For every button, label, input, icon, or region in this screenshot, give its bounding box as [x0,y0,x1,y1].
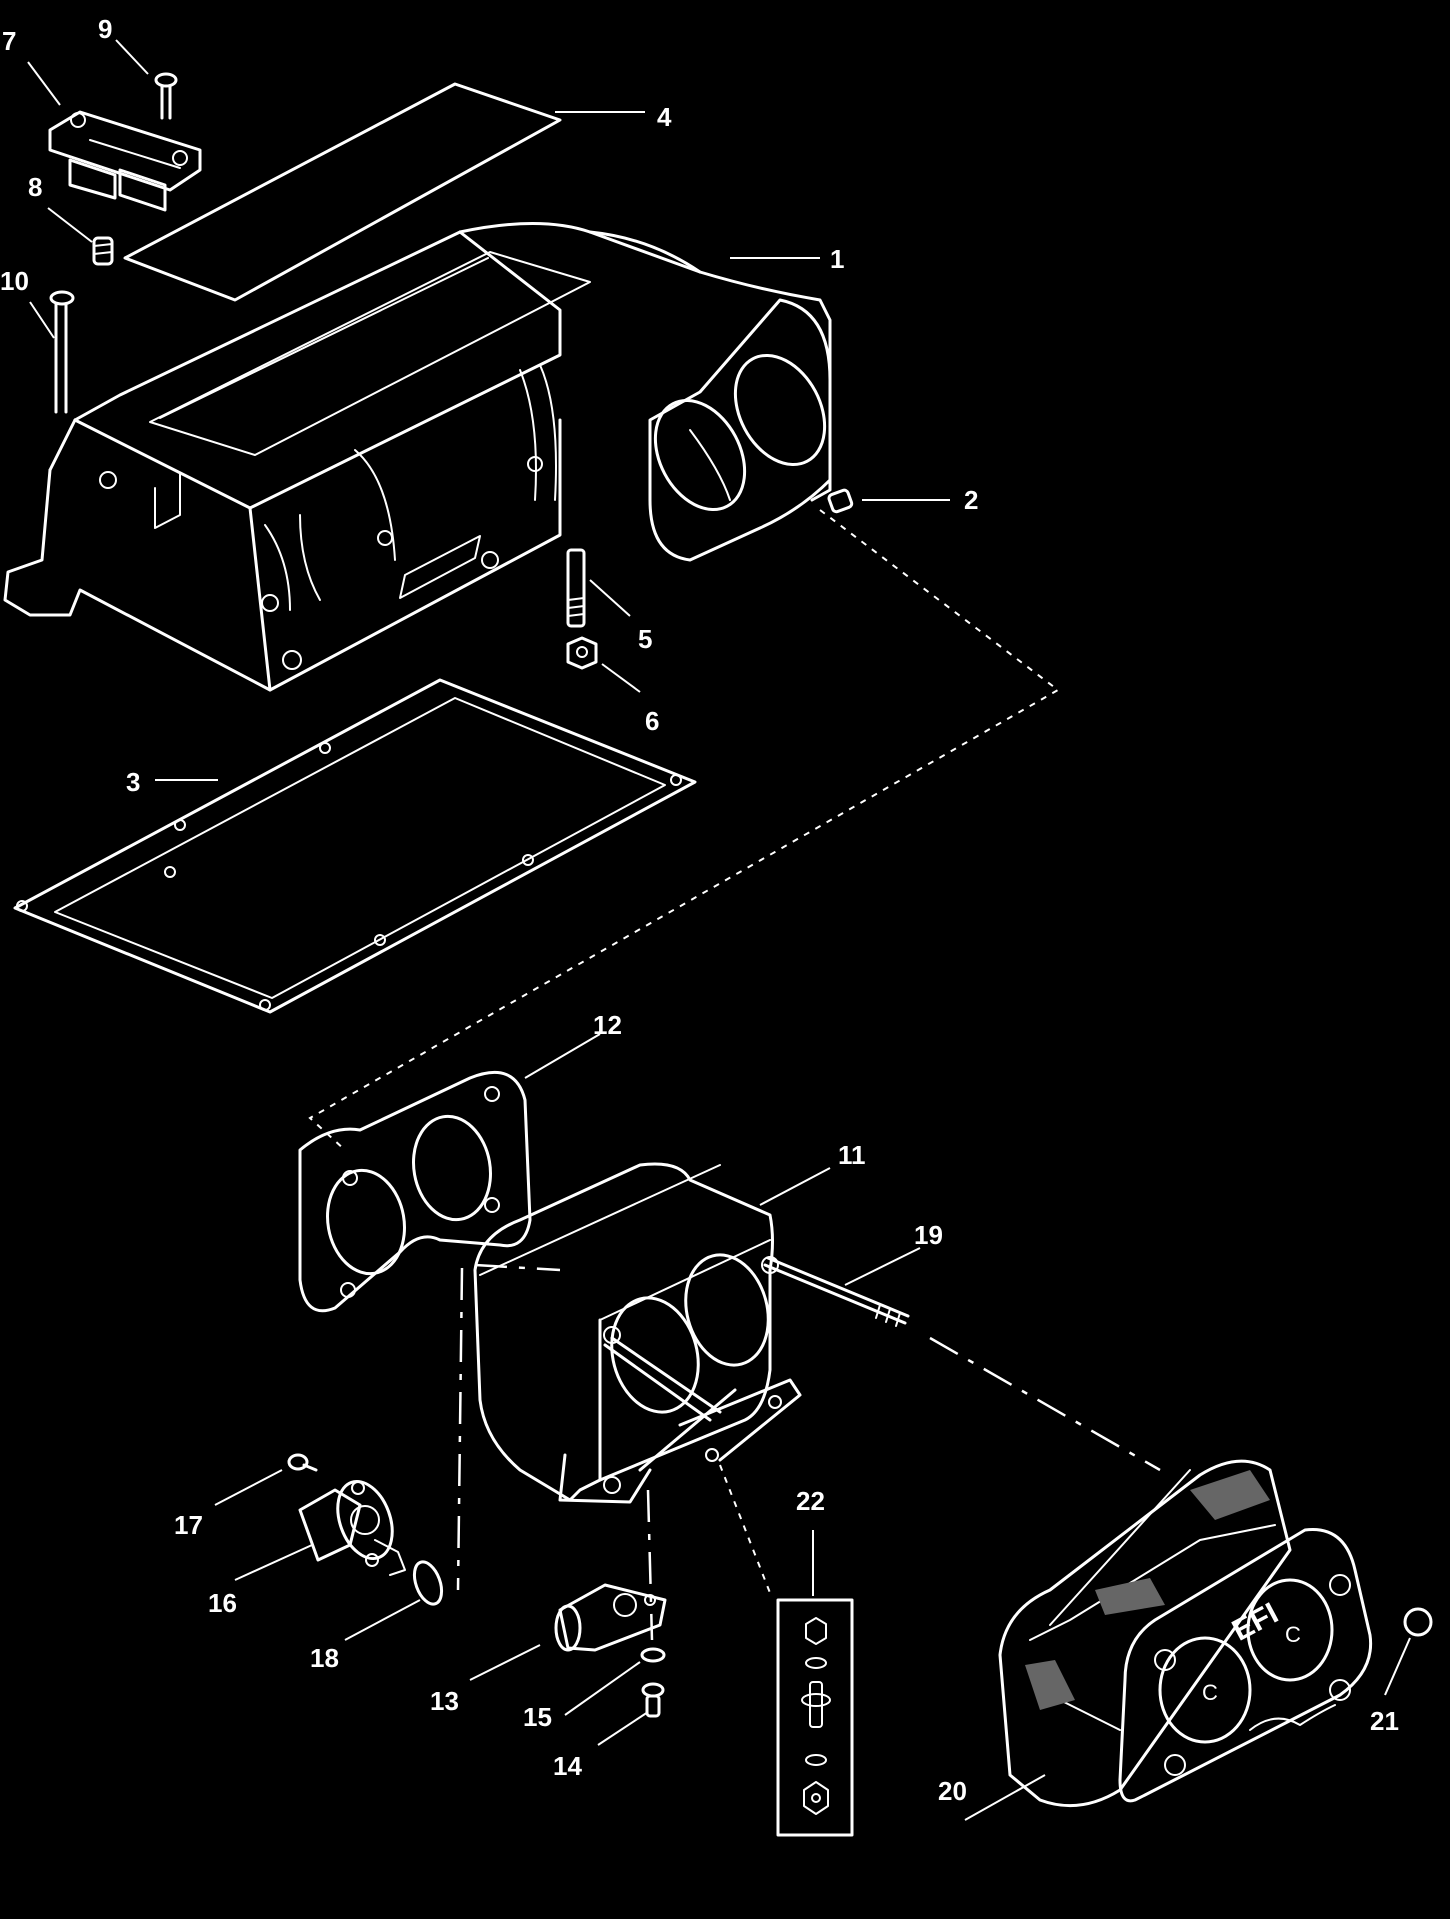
callout-19: 19 [914,1220,943,1250]
callout-2: 2 [964,485,978,515]
callout-15: 15 [523,1702,552,1732]
part-13-tps-sensor [554,1583,667,1652]
part-21-plug [1403,1607,1433,1637]
callout-11: 11 [838,1140,866,1170]
part-16-air-valve [298,1479,406,1576]
part-4-top-gasket [123,82,562,302]
part-12-throttle-gasket [298,1070,532,1313]
callout-18: 18 [310,1643,339,1673]
part-22-hardware-kit [776,1598,854,1837]
callout-13: 13 [430,1686,459,1716]
part-10-long-bolt [49,290,75,414]
callout-17: 17 [174,1510,203,1540]
part-5-stud [566,548,586,628]
efi-marking: EFI [1227,1597,1284,1648]
alignment-line-upper [308,509,1060,1151]
callout-14: 14 [553,1751,582,1781]
callout-7: 7 [2,26,16,56]
part-9-screw [154,72,178,120]
callout-20: 20 [938,1776,967,1806]
callout-1: 1 [830,244,844,274]
callout-10: 10 [0,266,29,296]
centerline-13 [646,1489,654,1641]
part-17-screw [287,1453,318,1472]
callout-8: 8 [28,172,42,202]
part-14-screw [641,1682,665,1718]
centerline-19-20 [929,1336,1161,1472]
part-6-nut [566,636,598,670]
centerline-18 [456,1267,464,1591]
callout-9: 9 [98,14,112,44]
part-8-spring [92,236,114,266]
callout-22: 22 [796,1486,825,1516]
part-2-fitting [827,488,854,514]
callout-3: 3 [126,767,140,797]
callout-6: 6 [645,706,659,736]
part-11-throttle-body [473,1162,802,1504]
leader-lines [27,39,1411,1821]
callout-labels: 7 9 4 8 1 10 2 5 6 3 12 11 19 22 17 16 1… [0,14,1399,1806]
part-1-plenum-housing [3,222,832,692]
part-18-o-ring [412,1560,444,1606]
centerline-12-11 [474,1263,561,1272]
centerline-22 [719,1464,773,1599]
callout-4: 4 [657,102,672,132]
part-20-air-filter: EFI C C [998,1459,1373,1808]
callout-5: 5 [638,624,652,654]
part-19-long-stud [763,1256,910,1327]
part-7-sensor-bracket [48,110,202,212]
part-3-base-gasket [13,678,697,1014]
part-15-washer [640,1647,666,1663]
callout-16: 16 [208,1588,237,1618]
callout-12: 12 [593,1010,622,1040]
c-marking-right: C [1285,1622,1301,1647]
c-marking-left: C [1202,1680,1218,1705]
callout-21: 21 [1370,1706,1399,1736]
